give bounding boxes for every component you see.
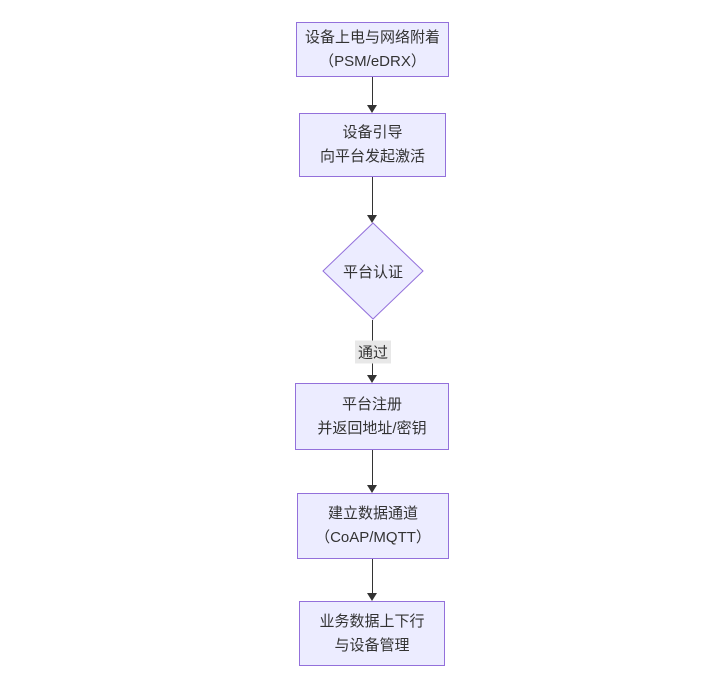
arrowhead-icon bbox=[367, 485, 377, 493]
arrowhead-icon bbox=[367, 375, 377, 383]
node-platform-auth: 平台认证 bbox=[322, 222, 424, 320]
node-label-line: 平台注册 bbox=[341, 395, 402, 413]
edge-register-to-channel bbox=[367, 450, 378, 493]
edge-line bbox=[372, 559, 373, 594]
node-business-data: 业务数据上下行 与设备管理 bbox=[299, 601, 445, 666]
edge-bootstrap-to-auth bbox=[367, 177, 378, 223]
node-label-line: 并返回地址/密钥 bbox=[317, 419, 427, 437]
edge-label-pass: 通过 bbox=[354, 340, 392, 364]
node-label-line: （PSM/eDRX） bbox=[319, 52, 426, 70]
node-label-line: 平台认证 bbox=[342, 263, 403, 281]
node-label-line: 业务数据上下行 bbox=[319, 612, 425, 630]
node-bootstrap: 设备引导 向平台发起激活 bbox=[299, 113, 446, 177]
node-label-line: 建立数据通道 bbox=[327, 505, 418, 522]
node-platform-register: 平台注册 并返回地址/密钥 bbox=[295, 383, 449, 450]
node-label-line: 与设备管理 bbox=[334, 636, 410, 654]
edge-line bbox=[372, 177, 373, 216]
arrowhead-icon bbox=[367, 593, 377, 601]
edge-channel-to-business bbox=[367, 559, 378, 601]
diamond-shape bbox=[322, 222, 424, 320]
node-label-line: 向平台发起激活 bbox=[319, 148, 425, 165]
node-data-channel: 建立数据通道 （CoAP/MQTT） bbox=[297, 493, 449, 559]
node-label-line: （CoAP/MQTT） bbox=[315, 529, 431, 546]
arrowhead-icon bbox=[367, 105, 377, 113]
edge-line bbox=[372, 77, 373, 106]
arrowhead-icon bbox=[367, 215, 377, 223]
node-power-attach: 设备上电与网络附着 （PSM/eDRX） bbox=[296, 22, 449, 77]
node-label-line: 设备上电与网络附着 bbox=[304, 28, 440, 46]
node-label-line: 设备引导 bbox=[342, 124, 403, 141]
edge-line bbox=[372, 450, 373, 486]
edge-power-to-bootstrap bbox=[367, 77, 378, 113]
